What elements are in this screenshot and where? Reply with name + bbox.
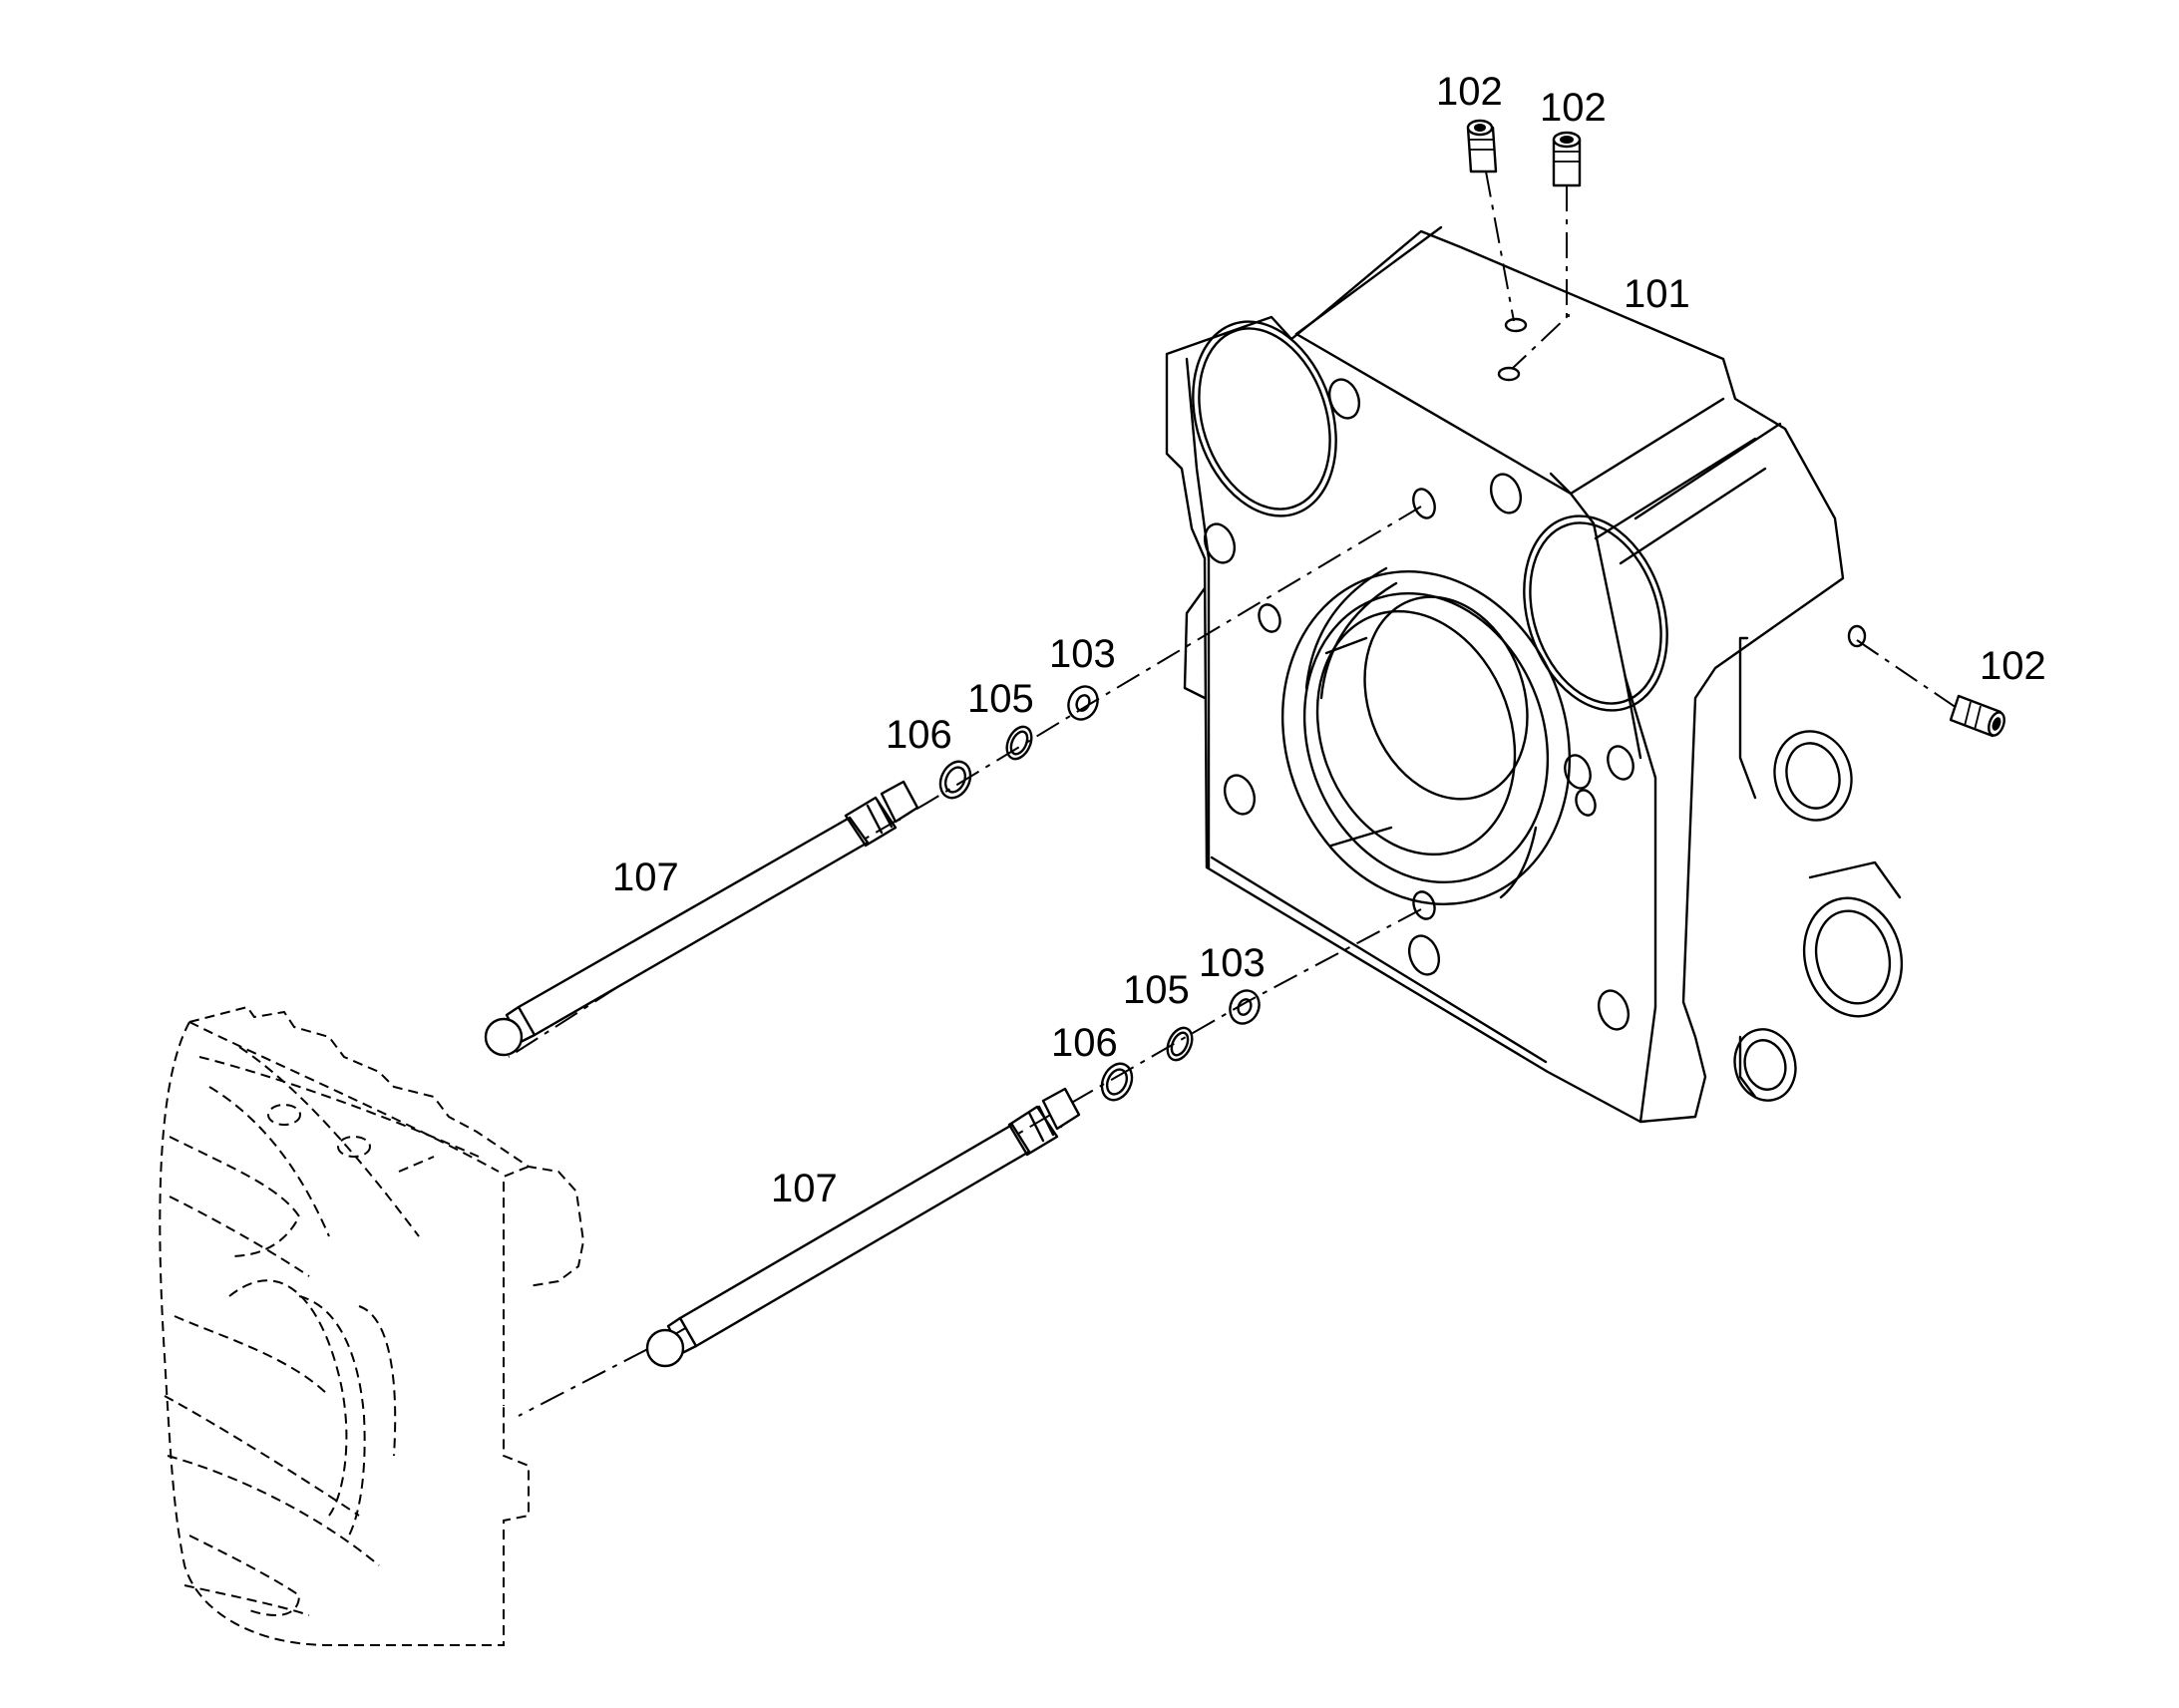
label-102-b: 102	[1540, 86, 1607, 130]
oring-105-lower	[1166, 1026, 1194, 1062]
plug-102-c	[1949, 694, 2005, 738]
label-107-upper: 107	[612, 855, 679, 899]
plug-102-b	[1552, 131, 1582, 187]
label-103-lower: 103	[1199, 941, 1266, 985]
label-106-upper: 106	[886, 713, 952, 757]
plug-102-a	[1466, 119, 1498, 173]
label-103-upper: 103	[1049, 632, 1116, 676]
label-101: 101	[1624, 272, 1690, 316]
label-106-lower: 106	[1051, 1021, 1118, 1065]
ring-106-upper	[938, 760, 972, 800]
oring-105-upper	[1005, 725, 1033, 761]
label-102-a: 102	[1436, 70, 1503, 114]
pin-107-lower	[645, 1087, 1081, 1368]
phantom-swash-plate	[159, 1005, 585, 1646]
label-105-lower: 105	[1123, 968, 1190, 1012]
label-107-lower: 107	[771, 1167, 838, 1210]
label-102-c: 102	[1980, 644, 2046, 688]
washer-103-upper	[1067, 685, 1099, 721]
pin-107-upper	[484, 780, 919, 1057]
housing-101	[1165, 225, 1904, 1124]
label-105-upper: 105	[967, 677, 1034, 721]
ring-106-lower	[1100, 1062, 1134, 1102]
washer-103-lower	[1229, 989, 1261, 1025]
